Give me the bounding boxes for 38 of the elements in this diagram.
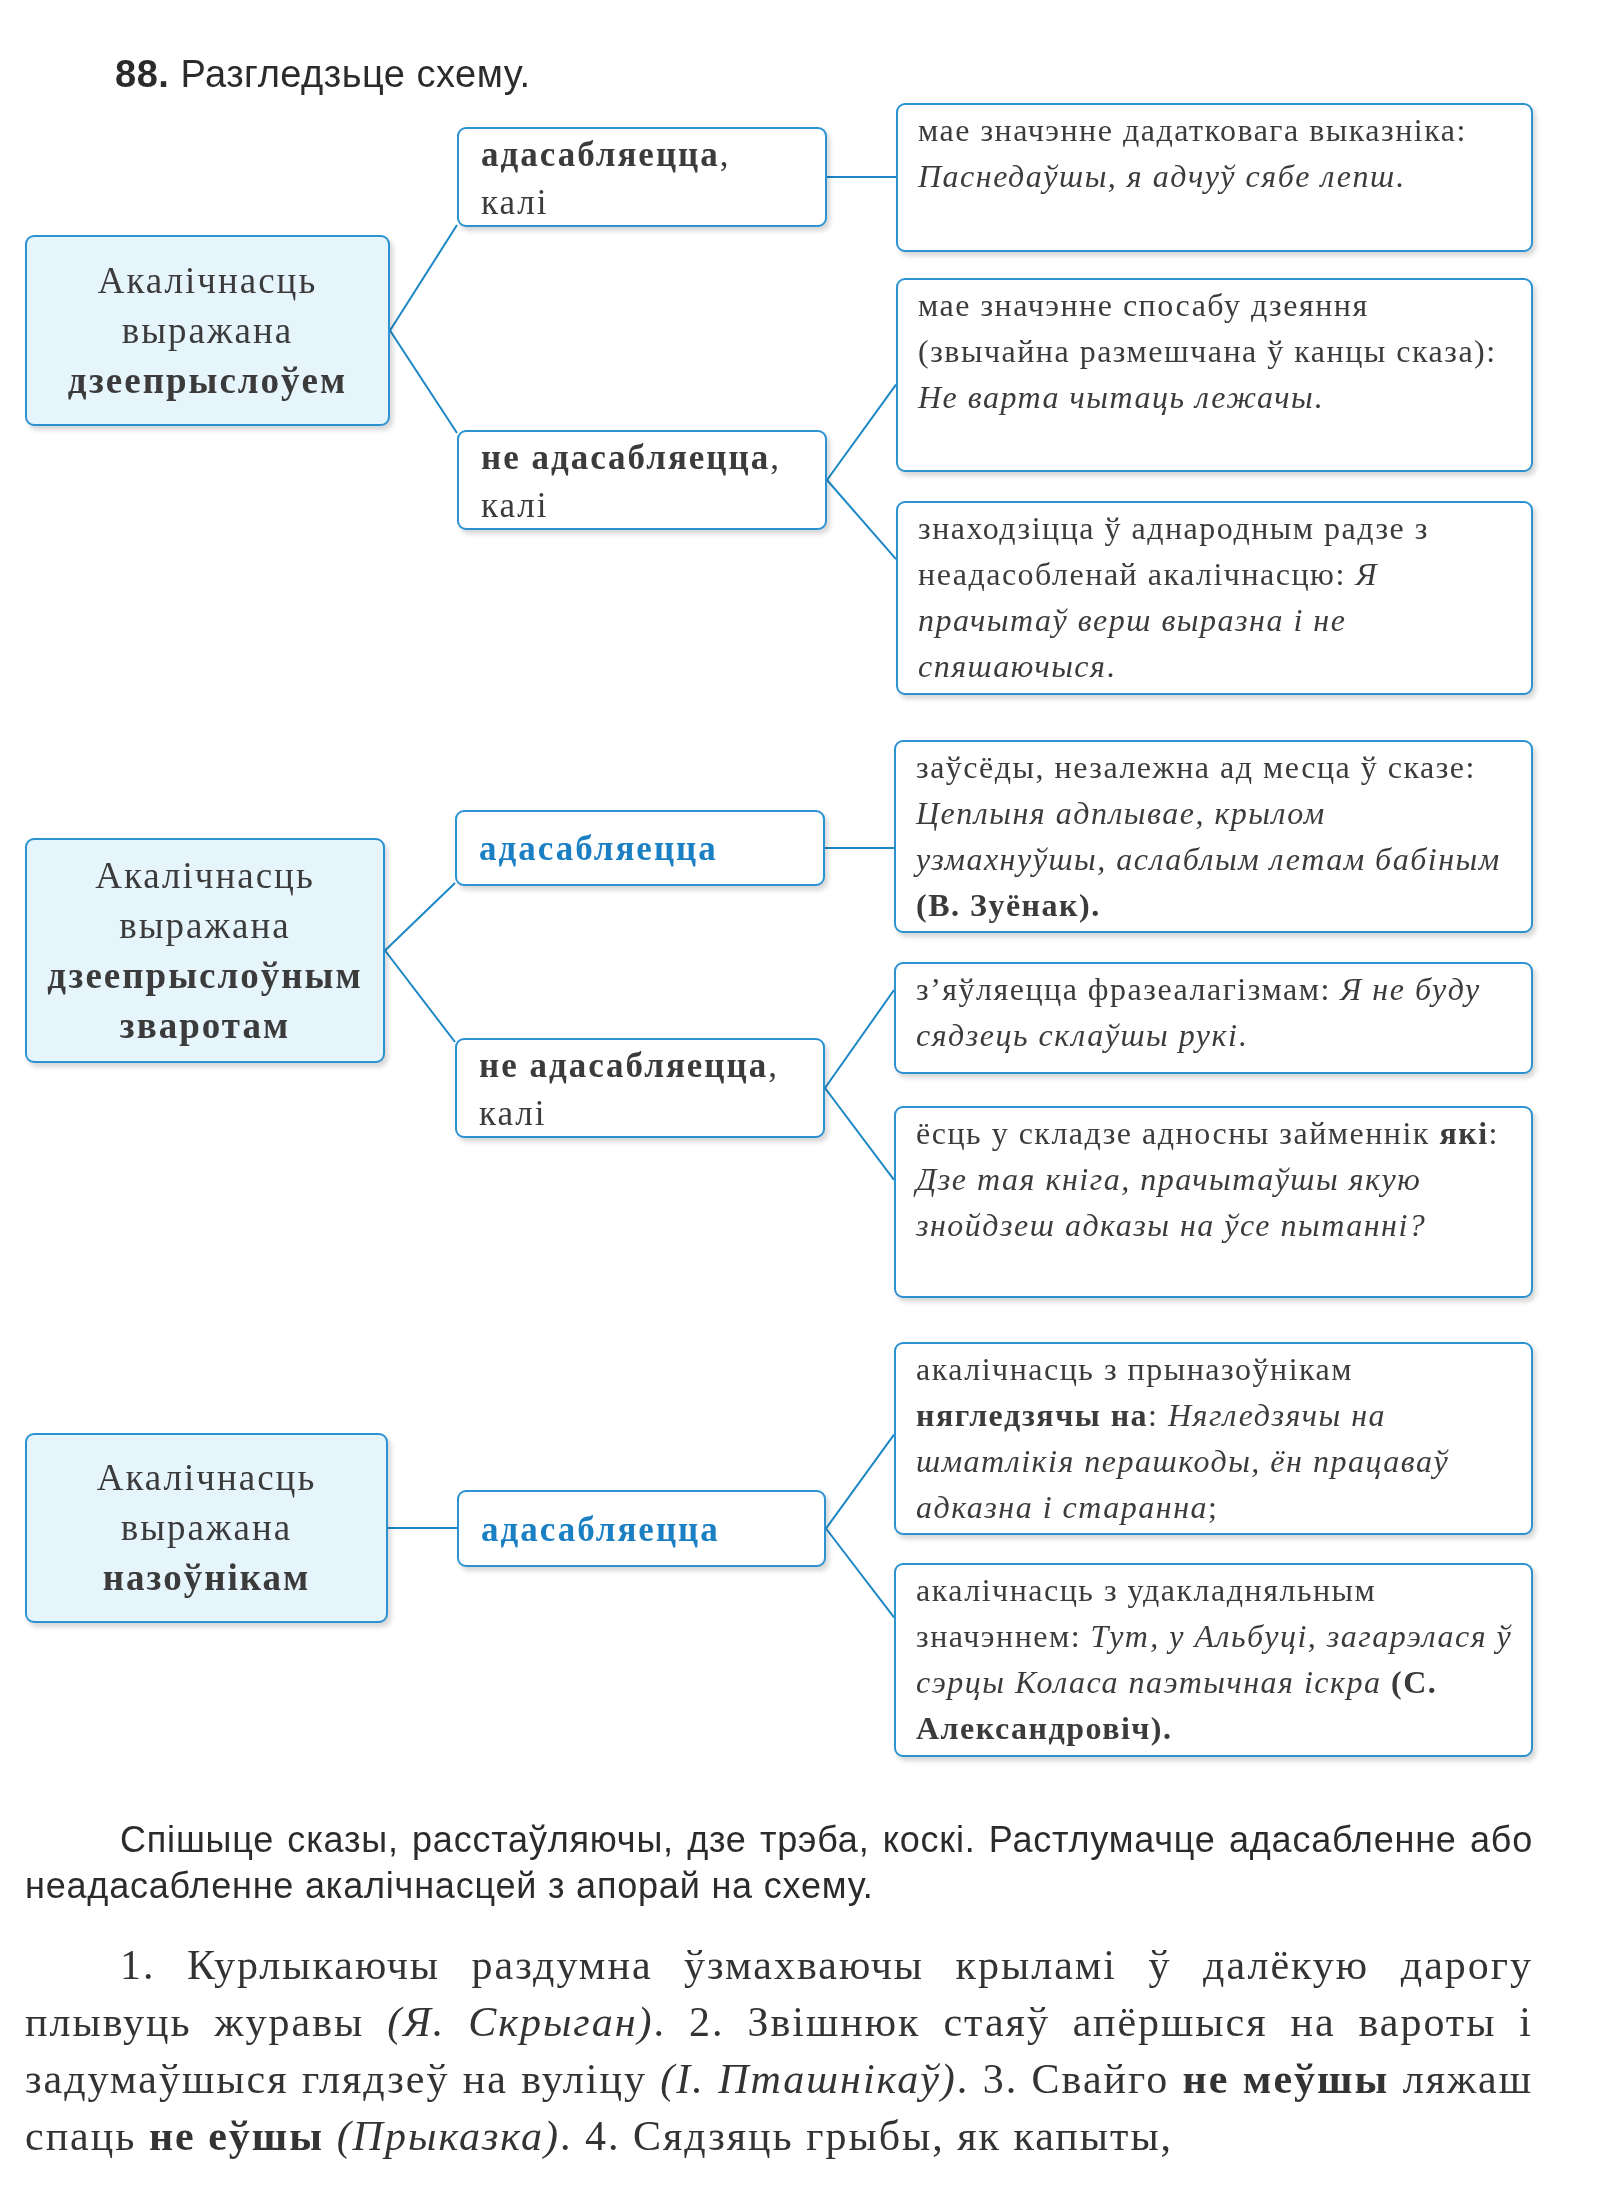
connector-line (825, 1433, 895, 1530)
condition-text: адасабляецца (481, 1508, 720, 1551)
condition-text: не адасабляецца, калі (479, 1045, 780, 1135)
connector-line (824, 989, 895, 1089)
connector-line (824, 847, 895, 849)
rule-text: акалічнасць з прыназоўнікам нягледзячы на: Нягледзячы на шматлікія перашкоды, ён працаваў адказна і старанна; (916, 1350, 1451, 1527)
concept-text: Акалічнасць выражана назоўнікам (95, 1456, 318, 1600)
condition-text: адасабляецца, калі (481, 134, 732, 224)
concept-text: Акалічнасць выражана дзеепрыслоўным зваротам (46, 853, 364, 1048)
rule-text: з’яўляецца фразеалагізмам: Я не буду сядзець склаўшы рукі. (916, 970, 1482, 1055)
rule-text: акалічнасць з удакладняльным значэннем: Тут, у Альбуці, загарэлася ў сэрцы Коласа паэтычная іскра (С. Александровіч). (916, 1571, 1513, 1748)
condition-box (455, 1038, 825, 1138)
concept-box (25, 1433, 388, 1623)
connector-line (826, 383, 897, 481)
condition-box (457, 127, 827, 227)
condition-text: адасабляецца (479, 828, 718, 870)
concept-box (25, 838, 385, 1063)
condition-box (457, 1490, 826, 1567)
rule-text: знаходзіцца ў аднародным радзе з неадасобленай акалічнасцю: Я прачытаў верш выразна і не спяшаючыся. (918, 509, 1430, 686)
connector-line (826, 479, 897, 561)
exercise-sentences: 1. Курлыкаючы раздумна ўзмахваючы крыламі ў далёкую дарогу плывуць журавы (Я. Скрыган). 2. Звішнюк стаяў апёршыся на вароты і задумаўшыся глядзеў на вуліцу (І. Пташнікаў). 3. Свайго не меўшы ляжаш спаць не еўшы (Прыказка). 4. Сядзяць грыбы, як капыты, (25, 1941, 1533, 2161)
exercise-title: 88. Разгледзьце схему. (115, 52, 531, 97)
connector-line (826, 176, 897, 178)
connector-line (824, 1087, 895, 1181)
connector-line (384, 949, 456, 1043)
condition-box (455, 810, 825, 886)
connector-line (389, 329, 458, 434)
condition-box (457, 430, 827, 530)
rule-text: мае значэнне дадатковага выказніка: Паснедаўшы, я адчуў сябе лепш. (918, 111, 1468, 196)
connector-line (387, 1527, 458, 1529)
instruction-text: Спішыце сказы, расстаўляючы, дзе трэба, коскі. Растлумачце адасабленне або неадасабленне акалічнасцей з апорай на схему. (25, 1818, 1533, 1908)
condition-text: не адасабляецца, калі (481, 437, 782, 527)
concept-text: Акалічнасць выражана дзеепрыслоўем (66, 258, 349, 403)
concept-box (25, 235, 390, 426)
connector-line (825, 1527, 895, 1619)
rule-text: мае значэнне спосабу дзеяння (звычайна размешчана ў канцы сказа): Не варта чытаць лежачы. (918, 286, 1498, 417)
connector-line (384, 881, 456, 952)
connector-line (389, 224, 458, 332)
